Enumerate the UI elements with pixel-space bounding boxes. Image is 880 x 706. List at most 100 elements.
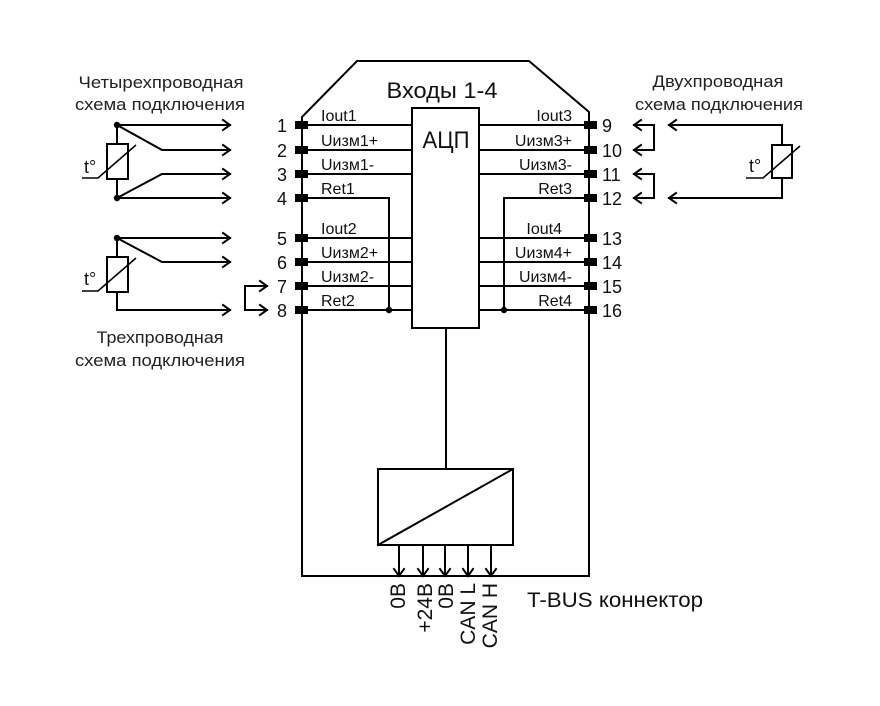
terminal-label: Uизм2- <box>321 269 374 286</box>
terminal-number: 13 <box>602 229 622 249</box>
terminal-label: Iout4 <box>526 221 562 238</box>
arrow-left-icon <box>667 191 678 205</box>
four-wire-scheme: Четырехпроводная схема подключения t° <box>75 73 245 205</box>
arrow-right-icon <box>221 191 232 205</box>
terminal-label: Iout2 <box>321 221 357 238</box>
module-housing <box>301 60 590 577</box>
adc-label: АЦП <box>423 127 470 154</box>
temperature-label: t° <box>84 157 96 177</box>
bus-pin-label: +24В <box>414 583 437 633</box>
terminal-label: Iout3 <box>536 108 572 125</box>
arrow-down-icon <box>484 567 498 578</box>
terminal-number: 8 <box>277 301 287 321</box>
bus-pin-label: CAN L <box>457 583 480 645</box>
terminal-label: Ret4 <box>538 293 572 310</box>
terminal-block <box>584 234 597 242</box>
terminal-block <box>584 170 597 178</box>
terminal-label: Ret3 <box>538 181 572 198</box>
thermistor-icon <box>746 144 801 179</box>
terminal-block <box>295 146 308 154</box>
thermistor-icon <box>82 237 137 293</box>
terminal-label: Ret1 <box>321 181 355 198</box>
terminal-block <box>295 121 308 129</box>
arrow-down-icon <box>438 567 452 578</box>
left-terminal-group: 1 Iout1 2 Uизм1+ 3 Uизм1- 4 Ret1 5 Iout2 6 Uизм2+ 7 U… <box>277 108 413 321</box>
ret-right-wire <box>503 197 590 311</box>
terminal-label: Ret2 <box>321 293 355 310</box>
terminal-number: 6 <box>277 253 287 273</box>
terminal-number: 12 <box>602 189 622 209</box>
bus-pin-label: 0В <box>387 583 410 609</box>
bus-pin-label: CAN H <box>479 583 502 648</box>
arrow-right-icon <box>258 303 269 317</box>
temperature-label: t° <box>749 156 761 176</box>
four-wire-title-line2: схема подключения <box>75 95 245 114</box>
terminal-label: Uизм3- <box>519 157 572 174</box>
three-wire-scheme: Трехпроводная схема подключения t° <box>75 231 269 370</box>
terminal-number: 11 <box>602 165 621 185</box>
terminal-block <box>295 170 308 178</box>
wire <box>115 236 268 311</box>
arrow-down-icon <box>392 567 406 578</box>
right-terminal-group: 9Iout310Uизм3+11Uизм3-12Ret313Iout414Uиз… <box>478 108 622 321</box>
terminal-label: Uизм1- <box>321 157 374 174</box>
tbus-connector-label: T-BUS коннектор <box>527 589 703 612</box>
terminal-number: 14 <box>602 253 622 273</box>
terminal-label: Uизм1+ <box>321 133 378 150</box>
terminal-block <box>295 282 308 290</box>
terminal-number: 9 <box>602 116 612 136</box>
arrow-left-icon <box>667 118 678 132</box>
terminal-number: 2 <box>277 141 287 161</box>
arrow-left-icon <box>632 143 643 157</box>
terminal-number: 5 <box>277 229 287 249</box>
terminal-label: Uизм4+ <box>515 245 572 262</box>
module-title: Входы 1-4 <box>387 78 498 103</box>
four-wire-title-line1: Четырехпроводная <box>79 73 244 92</box>
thermistor-icon <box>82 124 137 199</box>
two-wire-title-line1: Двухпроводная <box>653 72 784 91</box>
temperature-label: t° <box>84 269 96 289</box>
terminal-number: 4 <box>277 189 287 209</box>
wire <box>633 124 783 199</box>
arrow-down-icon <box>416 567 430 578</box>
terminal-block <box>295 306 308 314</box>
arrow-right-icon <box>221 255 232 269</box>
terminal-block <box>295 234 308 242</box>
terminal-number: 15 <box>602 277 622 297</box>
terminal-number: 1 <box>277 116 287 136</box>
ret-left-wire <box>301 197 390 311</box>
terminal-label: Uизм4- <box>519 269 572 286</box>
terminal-block <box>584 258 597 266</box>
terminal-label: Uизм3+ <box>515 133 572 150</box>
junction-dot <box>385 306 393 314</box>
arrow-left-icon <box>632 191 643 205</box>
terminal-block <box>584 194 597 202</box>
terminal-number: 7 <box>277 277 287 297</box>
arrow-right-icon <box>221 231 232 245</box>
converter-icon <box>376 467 515 547</box>
arrow-right-icon <box>221 143 232 157</box>
arrow-right-icon <box>258 279 269 293</box>
bus-pin-label: 0В <box>435 583 458 609</box>
two-wire-scheme: Двухпроводная схема подключения t° <box>632 72 803 205</box>
arrow-right-icon <box>221 118 232 132</box>
arrow-right-icon <box>221 303 232 317</box>
terminal-block <box>584 146 597 154</box>
junction-dot <box>500 306 508 314</box>
arrow-left-icon <box>632 118 643 132</box>
three-wire-title-line2: схема подключения <box>75 351 245 370</box>
wire <box>115 123 231 200</box>
terminal-number: 16 <box>602 301 622 321</box>
terminal-label: Uизм2+ <box>321 245 378 262</box>
arrow-down-icon <box>461 567 475 578</box>
arrow-left-icon <box>632 167 643 181</box>
terminal-block <box>584 306 597 314</box>
three-wire-title-line1: Трехпроводная <box>97 328 224 347</box>
terminal-block <box>295 258 308 266</box>
two-wire-title-line2: схема подключения <box>635 95 803 114</box>
terminal-number: 3 <box>277 165 287 185</box>
terminal-block <box>584 282 597 290</box>
terminal-label: Iout1 <box>321 108 357 125</box>
